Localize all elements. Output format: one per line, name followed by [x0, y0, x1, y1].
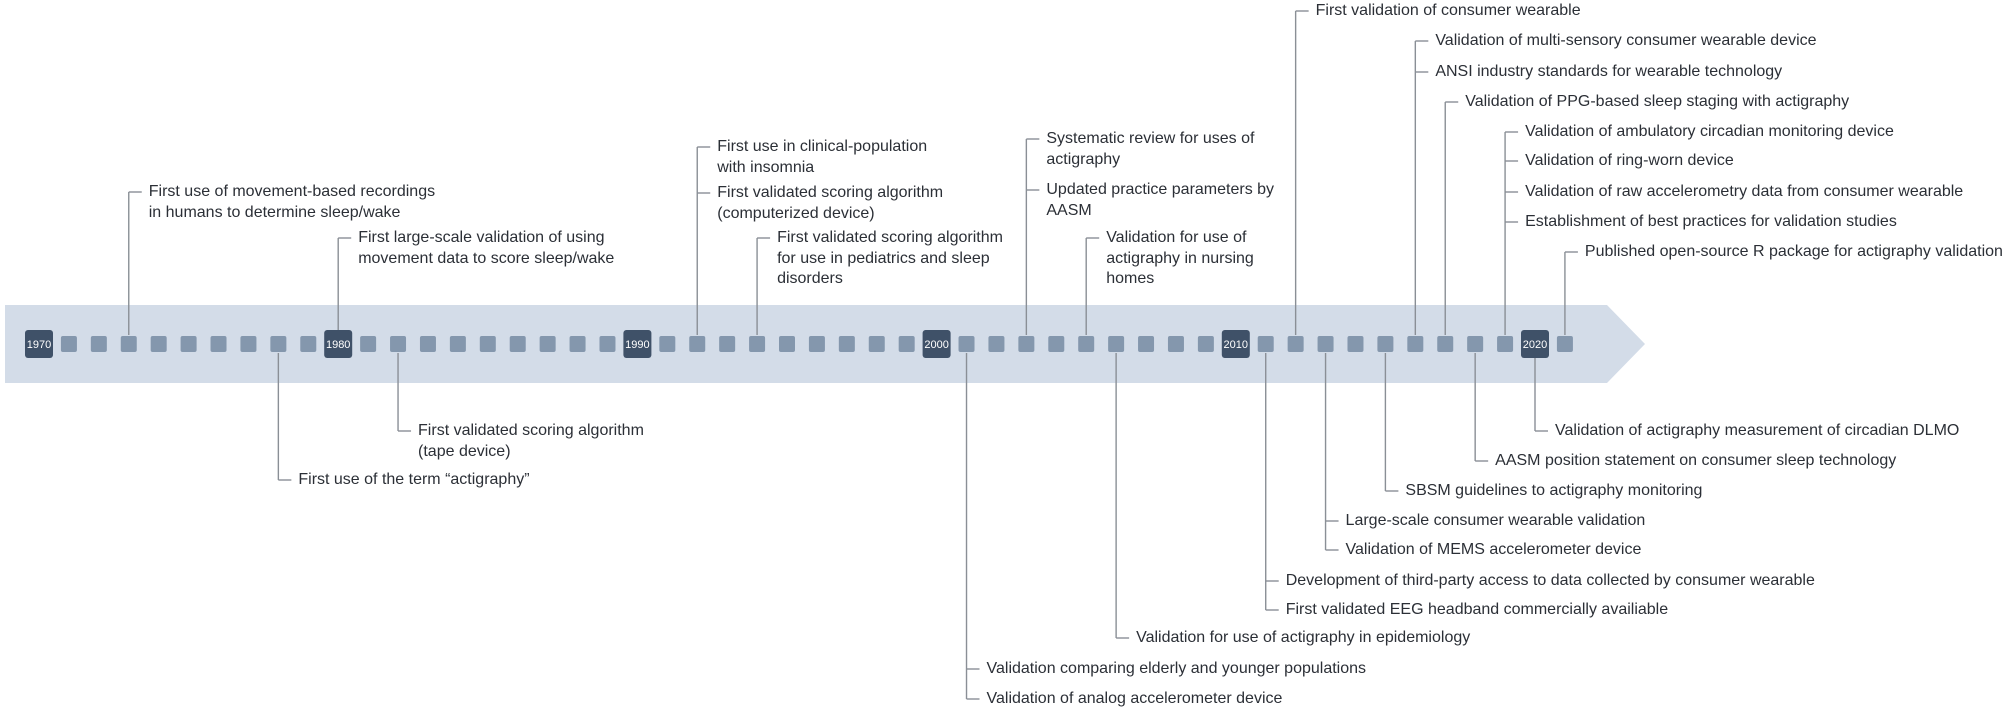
event-label: Large-scale consumer wearable validation	[1345, 512, 1646, 529]
event-label: Validation of ring-worn device	[1525, 152, 1734, 169]
year-marker	[1048, 336, 1065, 352]
year-marker	[659, 336, 676, 352]
event-label: Establishment of best practices for vali…	[1525, 213, 1897, 230]
year-marker	[509, 336, 526, 352]
decade-label: 1970	[27, 339, 51, 351]
year-marker	[240, 336, 257, 352]
year-marker	[689, 336, 706, 352]
event-label: Development of third-party access to dat…	[1285, 572, 1815, 589]
year-marker	[898, 336, 915, 352]
year-marker	[1138, 336, 1155, 352]
year-marker	[1467, 336, 1484, 352]
event-label: First validated scoring algorithm (compu…	[717, 184, 944, 222]
event-label: First use of movement-based recordings i…	[148, 183, 436, 221]
event-label: First validation of consumer wearable	[1315, 2, 1581, 19]
decade-label: 2010	[1224, 339, 1248, 351]
year-marker	[569, 336, 586, 352]
decade-marker	[623, 330, 652, 358]
year-marker	[150, 336, 167, 352]
year-marker	[1377, 336, 1394, 352]
event-label: First validated scoring algorithm for us…	[777, 229, 1003, 287]
event-label: Validation for use of actigraphy in epid…	[1136, 629, 1471, 646]
year-marker	[988, 336, 1005, 352]
year-marker	[1287, 336, 1304, 352]
year-marker	[1167, 336, 1184, 352]
year-marker	[599, 336, 616, 352]
leader-lines	[128, 10, 1578, 700]
event-label: Systematic review for uses of actigraphy	[1046, 130, 1255, 168]
decade-marker	[324, 330, 353, 358]
event-label: Validation of multi-sensory consumer wea…	[1435, 32, 1817, 49]
year-marker	[1556, 336, 1573, 352]
decade-label: 2020	[1523, 339, 1547, 351]
year-marker	[270, 336, 287, 352]
year-marker	[390, 336, 407, 352]
year-marker	[90, 336, 107, 352]
event-label: First validated scoring algorithm (tape …	[418, 422, 644, 460]
event-label: First large-scale validation of using mo…	[358, 229, 615, 267]
year-marker	[1257, 336, 1274, 352]
event-label: Validation comparing elderly and younger…	[986, 660, 1367, 677]
year-markers: 1970 1980 1990 2000 2010 2020	[25, 330, 1573, 358]
year-marker	[360, 336, 377, 352]
year-marker	[838, 336, 855, 352]
decade-marker	[1221, 330, 1250, 358]
year-marker	[1197, 336, 1214, 352]
event-label: Validation of MEMS accelerometer device	[1345, 541, 1642, 558]
event-label: Validation of actigraphy measurement of …	[1555, 422, 1960, 439]
year-marker	[1437, 336, 1454, 352]
year-marker	[1497, 336, 1514, 352]
year-marker	[419, 336, 436, 352]
event-label: Validation of raw accelerometry data fro…	[1525, 183, 1964, 200]
year-marker	[1018, 336, 1035, 352]
event-label: Validation of analog accelerometer devic…	[986, 690, 1283, 707]
year-marker	[958, 336, 975, 352]
year-marker	[1078, 336, 1095, 352]
event-label: ANSI industry standards for wearable tec…	[1435, 63, 1783, 80]
event-label: AASM position statement on consumer slee…	[1495, 452, 1897, 469]
event-label: Validation for use of actigraphy in nurs…	[1106, 229, 1254, 287]
event-label: Validation of ambulatory circadian monit…	[1525, 123, 1894, 140]
event-label: Published open-source R package for acti…	[1584, 243, 2003, 260]
decade-marker	[1521, 330, 1549, 358]
decade-marker	[922, 330, 951, 358]
year-marker	[1407, 336, 1424, 352]
decade-label: 2000	[924, 339, 948, 351]
year-marker	[1347, 336, 1364, 352]
year-marker	[449, 336, 466, 352]
event-label: Updated practice parameters by AASM	[1046, 181, 1275, 219]
year-marker	[539, 336, 556, 352]
event-label: First use of the term “actigraphy”	[298, 471, 530, 488]
year-marker	[779, 336, 795, 352]
year-marker	[300, 336, 317, 352]
year-marker	[60, 336, 77, 352]
year-marker	[808, 336, 825, 352]
event-label: First use in clinical-population with in…	[717, 138, 928, 176]
year-marker	[120, 336, 137, 352]
year-marker	[749, 336, 766, 352]
year-marker	[719, 336, 736, 352]
year-marker	[180, 336, 197, 352]
year-marker	[479, 336, 496, 352]
event-label: SBSM guidelines to actigraphy monitoring	[1405, 482, 1703, 499]
event-label: Validation of PPG-based sleep staging wi…	[1465, 93, 1850, 110]
event-label: First validated EEG headband commerciall…	[1285, 601, 1669, 618]
timeline-band-arrow	[5, 305, 1645, 383]
decade-label: 1990	[625, 339, 649, 351]
year-marker	[868, 336, 885, 352]
decade-label: 1980	[326, 339, 350, 351]
year-marker	[1317, 336, 1334, 352]
decade-marker	[25, 330, 53, 358]
year-marker	[210, 336, 227, 352]
year-marker	[1108, 336, 1125, 352]
